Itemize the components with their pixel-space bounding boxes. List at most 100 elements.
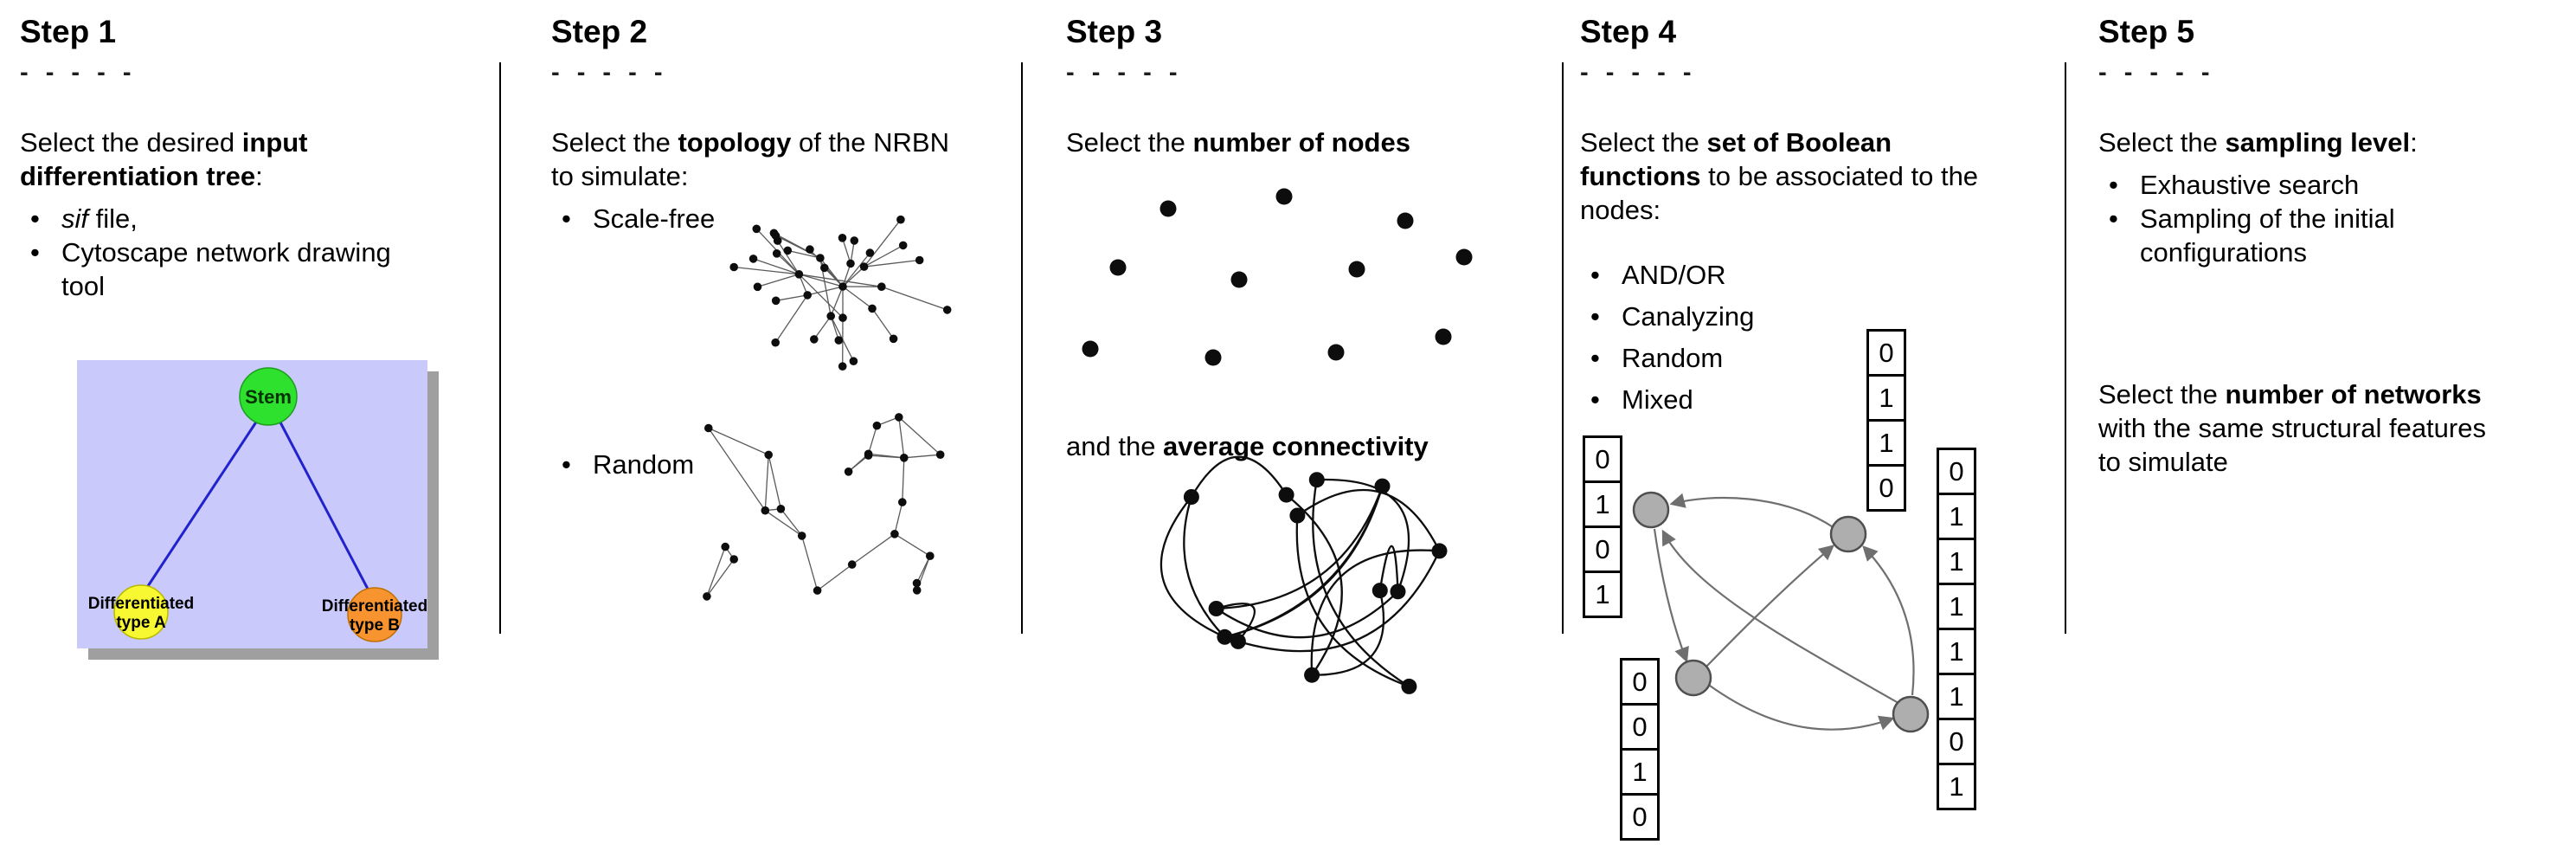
network-edge xyxy=(902,457,905,503)
scale-free-network-illustration xyxy=(729,215,952,371)
network-node xyxy=(826,312,835,320)
network-edge xyxy=(706,558,735,597)
list-item: •Mixed xyxy=(1580,383,2013,416)
step3-title: Step 3 xyxy=(1066,14,1163,49)
network-edge xyxy=(1215,590,1399,639)
network-node xyxy=(721,542,729,551)
node-dot xyxy=(1397,212,1414,229)
node-dot xyxy=(1230,271,1248,288)
text-segment: topology xyxy=(678,127,792,158)
network-node xyxy=(847,560,857,569)
type-b-node xyxy=(347,587,402,642)
list-item: •Cytoscape network drawing tool xyxy=(20,235,427,303)
list-item: •Canalyzing xyxy=(1580,300,2013,333)
type-b-label-line2: type B xyxy=(350,616,400,635)
network-node xyxy=(1183,489,1199,505)
network-edge xyxy=(768,455,782,509)
network-node xyxy=(703,592,711,601)
text-segment: Select the xyxy=(1580,127,1707,158)
bullet-icon: • xyxy=(562,203,571,234)
text-segment: set of Boolean functions xyxy=(1580,127,1892,191)
network-edge xyxy=(708,427,769,455)
step1-dashes: - - - - - xyxy=(20,59,137,87)
type-b-label-line1: Differentiated xyxy=(322,597,427,616)
network-edge xyxy=(764,510,803,537)
step4-dashes: - - - - - xyxy=(1580,59,1697,87)
truth-table-cell: 0 xyxy=(1583,435,1622,483)
step3-column: Step 3 - - - - - Select the number of no… xyxy=(1066,14,1551,845)
truth-table-cell: 1 xyxy=(1937,583,1976,630)
network-edge xyxy=(1190,455,1288,498)
step5-column: Step 5 - - - - - Select the sampling lev… xyxy=(2098,14,2561,845)
network-node xyxy=(868,304,877,313)
network-edge xyxy=(864,244,904,268)
network-node xyxy=(729,555,738,564)
network-edge xyxy=(1312,480,1410,687)
truth-table-cell: 1 xyxy=(1937,538,1976,585)
truth-table-cell: 0 xyxy=(1866,329,1906,377)
network-edge xyxy=(1706,545,1835,667)
network-node xyxy=(850,236,859,245)
text-segment: Sampling of the initial configurations xyxy=(2140,203,2395,268)
network-node xyxy=(797,532,806,540)
type-a-label-line2: type A xyxy=(116,614,166,632)
truth-table-cell: 0 xyxy=(1620,703,1660,751)
network-node xyxy=(1892,695,1930,733)
network-edge xyxy=(1160,496,1225,638)
step5-sampling-list: •Exhaustive search •Sampling of the init… xyxy=(2098,168,2505,269)
network-edge xyxy=(798,274,844,319)
network-node xyxy=(900,454,909,462)
network-node xyxy=(753,282,762,292)
network-node xyxy=(772,249,781,258)
network-edge xyxy=(864,259,920,268)
network-node xyxy=(803,291,812,300)
network-edge xyxy=(903,454,941,459)
network-node xyxy=(1374,478,1391,494)
truth-table-cell: 0 xyxy=(1583,525,1622,573)
network-node xyxy=(838,282,847,291)
network-edge xyxy=(807,286,844,296)
network-edge xyxy=(894,533,931,557)
step3-intro: Select the number of nodes xyxy=(1066,126,1551,159)
network-edge xyxy=(787,249,821,259)
list-item-text: Canalyzing xyxy=(1622,301,1754,332)
network-node xyxy=(1390,583,1406,600)
network-node xyxy=(1230,633,1246,649)
network-edge xyxy=(799,274,844,287)
bullet-icon: • xyxy=(562,449,571,480)
network-edge xyxy=(1378,545,1399,592)
list-item-text: Scale-free xyxy=(593,203,715,234)
network-edge xyxy=(734,266,800,275)
network-edge xyxy=(841,237,851,264)
text-segment: Mixed xyxy=(1622,384,1693,415)
network-node xyxy=(748,255,758,263)
network-edge xyxy=(708,428,766,512)
text-segment: Canalyzing xyxy=(1622,301,1755,332)
network-edge xyxy=(1224,486,1384,638)
network-edge xyxy=(777,240,800,275)
network-node xyxy=(872,421,882,430)
text-segment: Random xyxy=(593,449,695,480)
network-edge xyxy=(851,533,896,565)
type-a-node xyxy=(113,584,169,640)
network-node xyxy=(877,282,886,291)
network-node xyxy=(838,234,847,242)
network-node xyxy=(1289,507,1306,524)
text-segment: : xyxy=(255,161,263,191)
network-edge xyxy=(830,315,839,341)
network-node xyxy=(752,224,761,234)
list-item-text: AND/OR xyxy=(1622,260,1726,290)
truth-table-cell: 0 xyxy=(1620,793,1660,841)
truth-table-cell: 1 xyxy=(1866,374,1906,422)
network-node xyxy=(820,263,829,273)
nodes-scatter-illustration xyxy=(1082,188,1473,366)
network-node xyxy=(1632,491,1670,529)
step1-options-list: •sif file, •Cytoscape network drawing to… xyxy=(20,202,427,303)
network-edge xyxy=(817,564,853,591)
text-segment: Select the xyxy=(551,127,678,158)
truth-table-cell: 1 xyxy=(1937,493,1976,540)
type-a-label-line1: Differentiated xyxy=(88,595,194,613)
network-edge xyxy=(1709,685,1895,731)
